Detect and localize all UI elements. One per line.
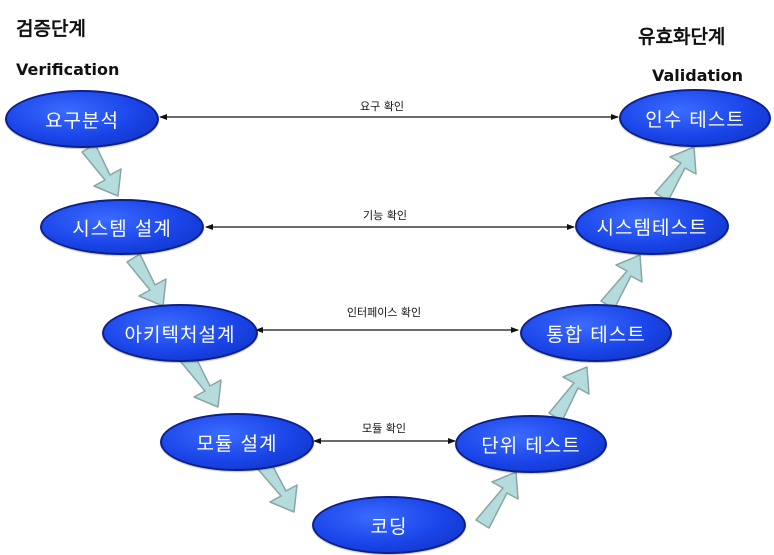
unit-test-node: 단위 테스트 <box>455 415 607 473</box>
requirements-analysis-node: 요구분석 <box>5 90 159 148</box>
down-arrow-3 <box>180 353 222 408</box>
acceptance-test-node: 인수 테스트 <box>619 89 771 147</box>
system-test-node: 시스템테스트 <box>575 197 729 255</box>
verification-heading-korean: 검증단계 <box>16 18 86 40</box>
module-check-label: 모듈 확인 <box>362 422 406 435</box>
up-arrow-1 <box>475 471 519 529</box>
up-arrow-2 <box>548 366 590 422</box>
down-arrow-2 <box>126 253 167 307</box>
requirements-check-label: 요구 확인 <box>360 100 404 113</box>
up-arrow-3 <box>600 254 643 310</box>
integration-test-node: 통합 테스트 <box>520 304 672 362</box>
function-check-label: 기능 확인 <box>363 209 407 222</box>
up-arrow-4 <box>654 146 697 202</box>
down-arrow-1 <box>81 143 122 197</box>
validation-heading-korean: 유효화단계 <box>638 26 726 48</box>
coding-node: 코딩 <box>312 496 466 554</box>
architecture-design-node: 아키텍처설계 <box>102 304 258 362</box>
module-design-node: 모듈 설계 <box>160 413 314 471</box>
system-design-node: 시스템 설계 <box>40 199 204 255</box>
verification-heading-english: Verification <box>16 60 120 79</box>
interface-check-label: 인터페이스 확인 <box>346 306 422 319</box>
validation-heading-english: Validation <box>652 66 744 85</box>
